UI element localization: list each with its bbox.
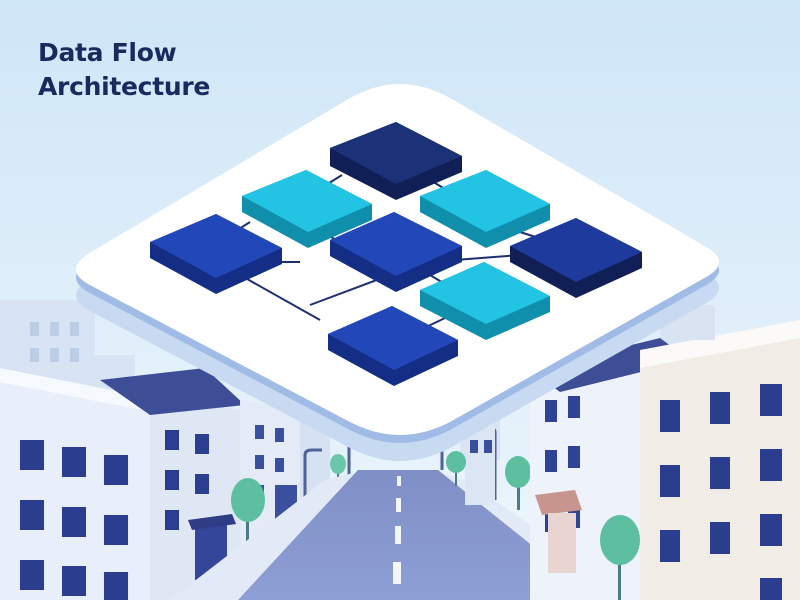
sidewalk-left xyxy=(170,470,365,600)
left-building xyxy=(0,368,152,600)
road-lane-markings xyxy=(393,476,401,584)
diagram-node-right-cyan xyxy=(420,170,550,248)
right-building xyxy=(640,305,800,600)
title-line-2: Architecture xyxy=(38,72,211,101)
diagram-node-top xyxy=(330,122,462,200)
page-title: Data Flow Architecture xyxy=(38,36,210,104)
connector-center-to-right xyxy=(454,254,521,261)
title-line-1: Data Flow xyxy=(38,38,177,67)
diagram-node-bottom xyxy=(328,306,458,386)
diagram-node-lower-cyan xyxy=(420,262,550,340)
background-building-windows xyxy=(30,322,79,362)
connector-left-down xyxy=(239,274,321,321)
diagram-node-left xyxy=(150,214,282,294)
diagram-node-center xyxy=(330,212,462,292)
road xyxy=(238,470,600,600)
diagram-node-left-cyan xyxy=(242,170,372,248)
diagram-node-right xyxy=(510,218,642,298)
